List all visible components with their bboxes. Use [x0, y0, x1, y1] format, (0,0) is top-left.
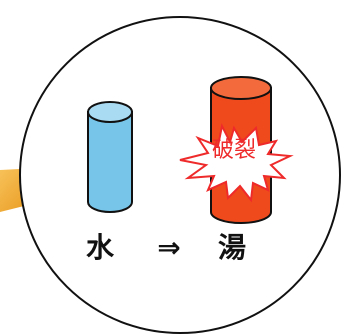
arrow-symbol: ⇒: [157, 231, 181, 264]
burst-star: [179, 122, 294, 203]
hot-water-label: 湯: [217, 231, 246, 264]
water-cylinder: [87, 101, 133, 213]
burst-label: 破裂: [211, 138, 256, 163]
water-label: 水: [85, 231, 114, 264]
callout-circle: [19, 16, 341, 334]
